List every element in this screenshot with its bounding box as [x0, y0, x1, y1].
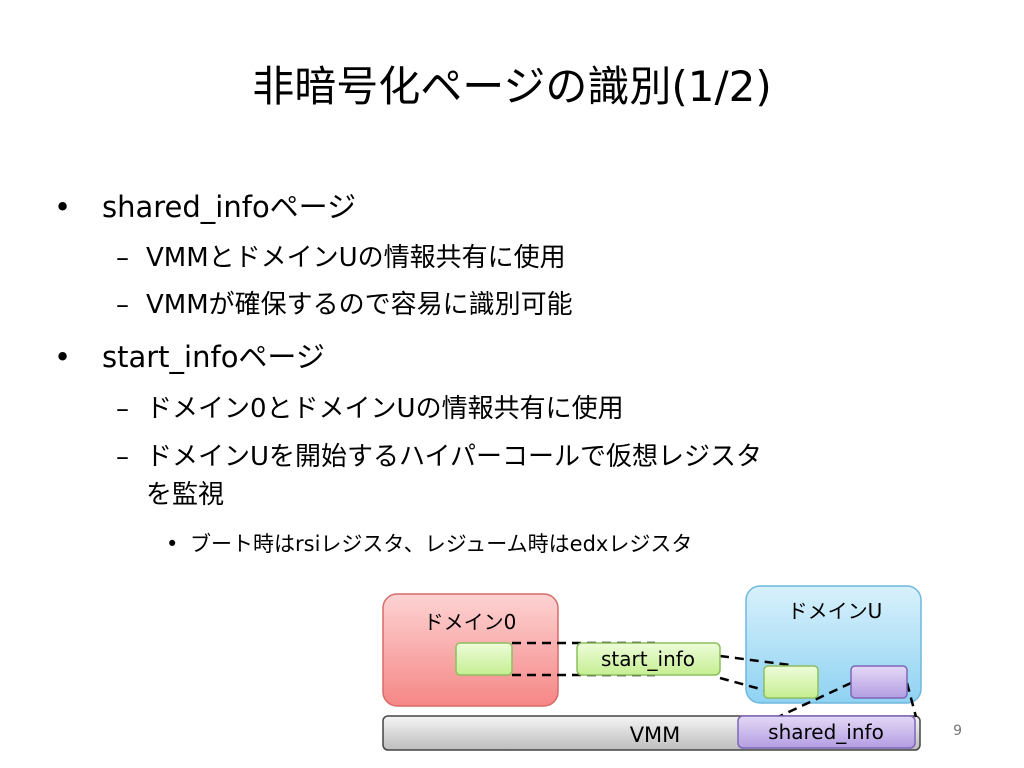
sub-bullet-text: ドメインUを開始するハイパーコールで仮想レジスタ — [146, 442, 762, 472]
page-title: 非暗号化ページの識別(1/2) — [252, 62, 772, 111]
shared-info-label-box — [737, 715, 916, 749]
mapping-lines — [512, 641, 918, 719]
bullet-marker: • — [54, 340, 72, 374]
sub-bullet-dash: – — [116, 394, 129, 424]
sub-bullet-text: ドメイン0とドメインUの情報共有に使用 — [146, 394, 624, 424]
start-info-label: start_info — [601, 647, 695, 671]
page-number: 9 — [953, 723, 962, 739]
sub-bullet-dash: – — [116, 243, 129, 273]
bullet-marker: • — [54, 190, 72, 224]
sub-bullet-text: VMMとドメインUの情報共有に使用 — [146, 243, 566, 273]
sub-bullet-continuation: を監視 — [146, 480, 225, 510]
sub-sub-bullet-text: ブート時はrsiレジスタ、レジューム時はedxレジスタ — [190, 532, 693, 556]
bullet-text: shared_infoページ — [102, 190, 357, 224]
sub-bullet-text: VMMが確保するので容易に識別可能 — [146, 290, 573, 320]
shared-info-page-domainU — [850, 665, 908, 699]
sub-bullet-dash: – — [116, 290, 129, 320]
sub-sub-bullet-marker: • — [166, 532, 179, 556]
start-info-page-domain0 — [455, 642, 513, 676]
sub-bullet-dash: – — [116, 442, 129, 472]
bullet-text: start_infoページ — [102, 340, 325, 374]
start-info-label-box — [576, 642, 721, 676]
domain0-label: ドメイン0 — [424, 610, 517, 634]
shared-info-label: shared_info — [768, 720, 884, 744]
start-info-page-domainU — [763, 665, 819, 699]
domainU-label: ドメインU — [788, 599, 883, 623]
vmm-label: VMM — [630, 723, 681, 747]
